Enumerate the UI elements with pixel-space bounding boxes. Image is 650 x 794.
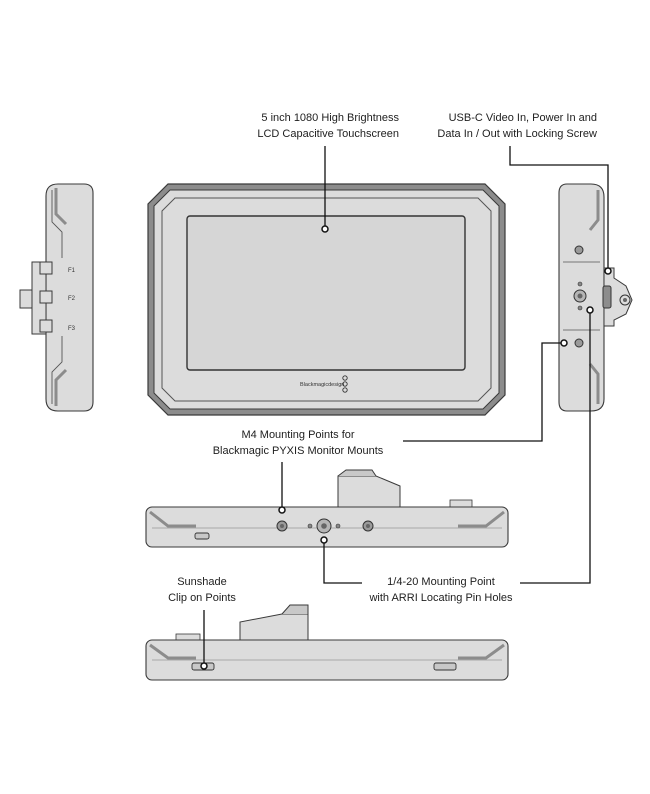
- function-button-f2: F2: [39, 290, 76, 304]
- right-side-view: [558, 183, 633, 412]
- svg-text:F2: F2: [68, 296, 76, 302]
- front-view: Blackmagicdesign: [147, 183, 506, 416]
- leader-dots: [200, 225, 612, 670]
- sunshade-clip-point: [194, 532, 210, 540]
- callout-m4: M4 Mounting Points for Blackmagic PYXIS …: [212, 429, 384, 457]
- callout-touchscreen: 5 inch 1080 High Brightness LCD Capaciti…: [257, 112, 399, 140]
- brand-logo-icon: [342, 375, 348, 393]
- left-side-view: F1 F2 F3: [19, 183, 94, 412]
- svg-text:F1: F1: [68, 268, 76, 274]
- m4-mount-hole: [574, 338, 584, 348]
- top-view: [145, 604, 509, 681]
- callout-usbc: USB-C Video In, Power In and Data In / O…: [437, 112, 597, 140]
- leader-m4: [403, 342, 564, 442]
- function-button-f1: F1: [39, 261, 76, 275]
- callout-mount-point: 1/4-20 Mounting Point with ARRI Locating…: [369, 576, 513, 604]
- touchscreen: [186, 215, 466, 371]
- leader-usbc: [509, 146, 609, 271]
- m4-mount-hole: [574, 245, 584, 255]
- brand-logo-text: Blackmagicdesign: [300, 382, 344, 388]
- function-button-f3: F3: [39, 319, 76, 333]
- svg-text:F3: F3: [68, 326, 76, 332]
- leader-lines: [203, 146, 609, 666]
- leader-mount-point-side: [520, 312, 591, 584]
- usb-c-port: [602, 285, 612, 309]
- leader-mount-point: [323, 540, 362, 584]
- bottom-view: [145, 469, 509, 548]
- callout-sunshade: Sunshade Clip on Points: [168, 576, 236, 604]
- sunshade-clip-point: [433, 662, 457, 671]
